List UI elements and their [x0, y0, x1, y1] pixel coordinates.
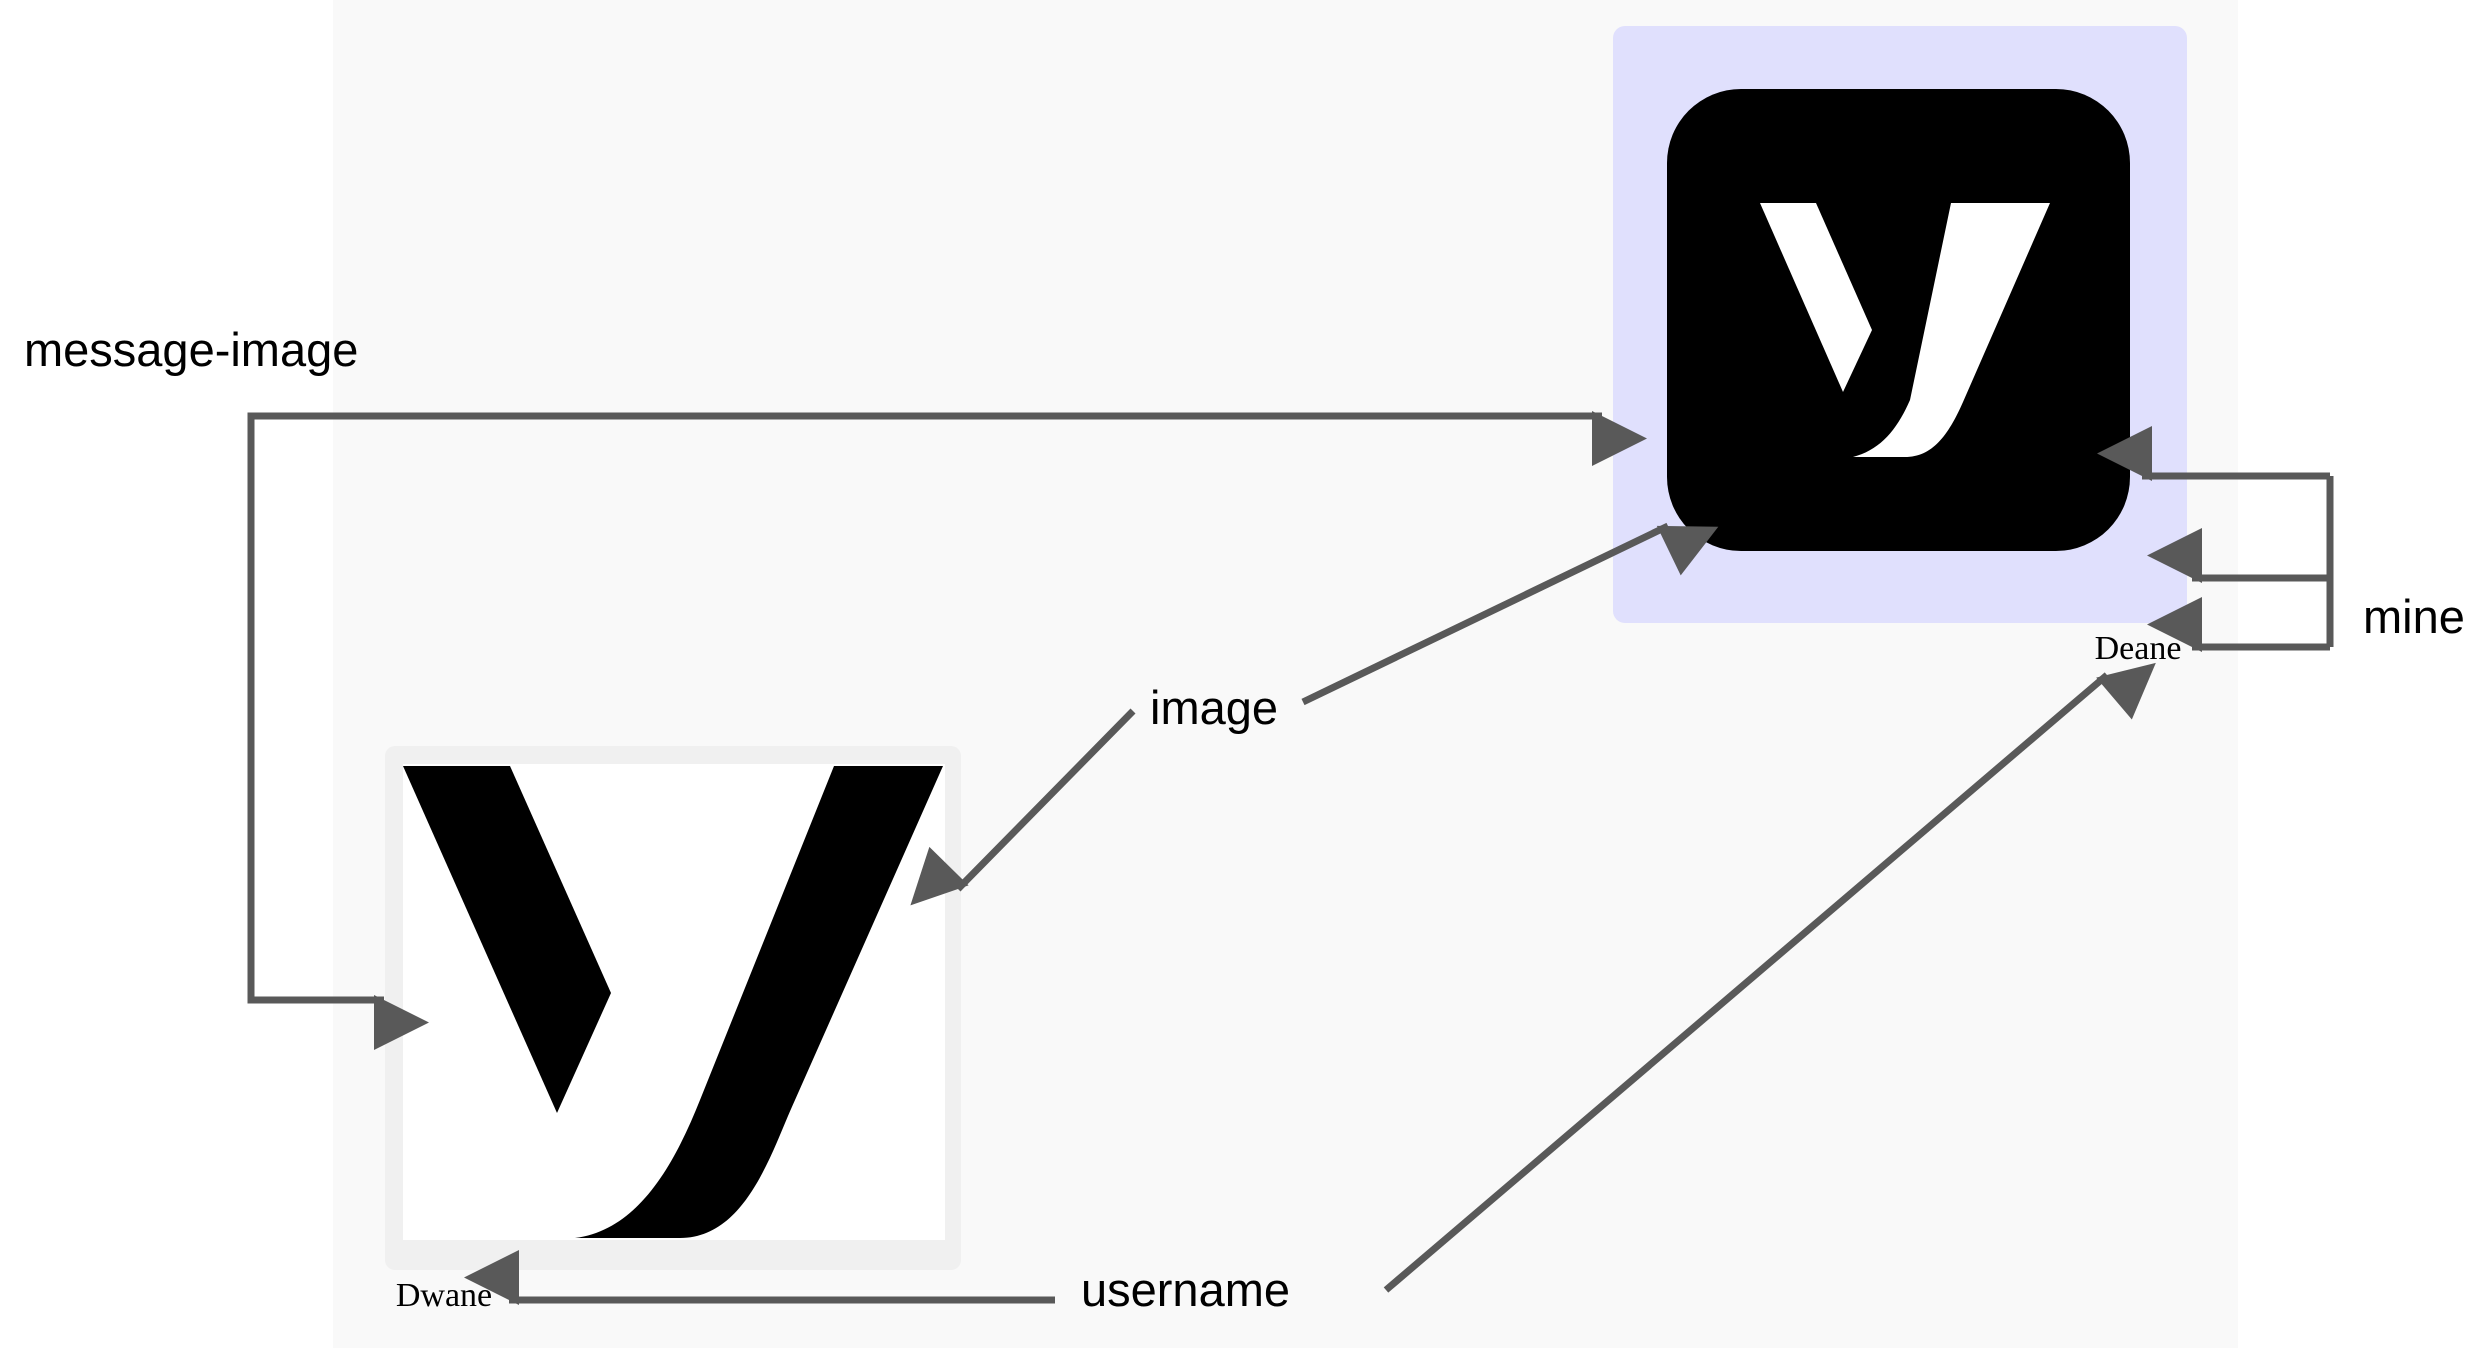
message-mine: Deane: [1613, 26, 2187, 667]
message-other: Dwane: [385, 746, 961, 1314]
username-label-other: Dwane: [396, 1277, 492, 1314]
annotation-label-username: username: [1081, 1263, 1290, 1316]
logo-y-stroke: [575, 766, 943, 1238]
app-logo-icon-rounded-square[interactable]: [1667, 89, 2130, 551]
username-label-mine: Deane: [2095, 630, 2182, 667]
annotation-label-image: image: [1150, 681, 1278, 734]
arrow-message-image-to-mine: [247, 411, 1647, 466]
app-logo-icon-square[interactable]: [403, 764, 945, 1240]
logo-v-stroke: [1760, 203, 1872, 392]
arrow-image-to-mine: [1301, 522, 1719, 706]
annotation-label-message-image: message-image: [24, 323, 358, 376]
logo-v-stroke: [403, 766, 611, 1113]
logo-y-stroke: [1853, 203, 2050, 457]
annotation-label-mine: mine: [2363, 590, 2465, 643]
arrow-username-to-mine: [1383, 662, 2156, 1293]
annotation-arrows: [247, 411, 2334, 1305]
arrow-image-to-other: [910, 708, 1136, 906]
arrow-message-image-to-other: [247, 416, 429, 1050]
